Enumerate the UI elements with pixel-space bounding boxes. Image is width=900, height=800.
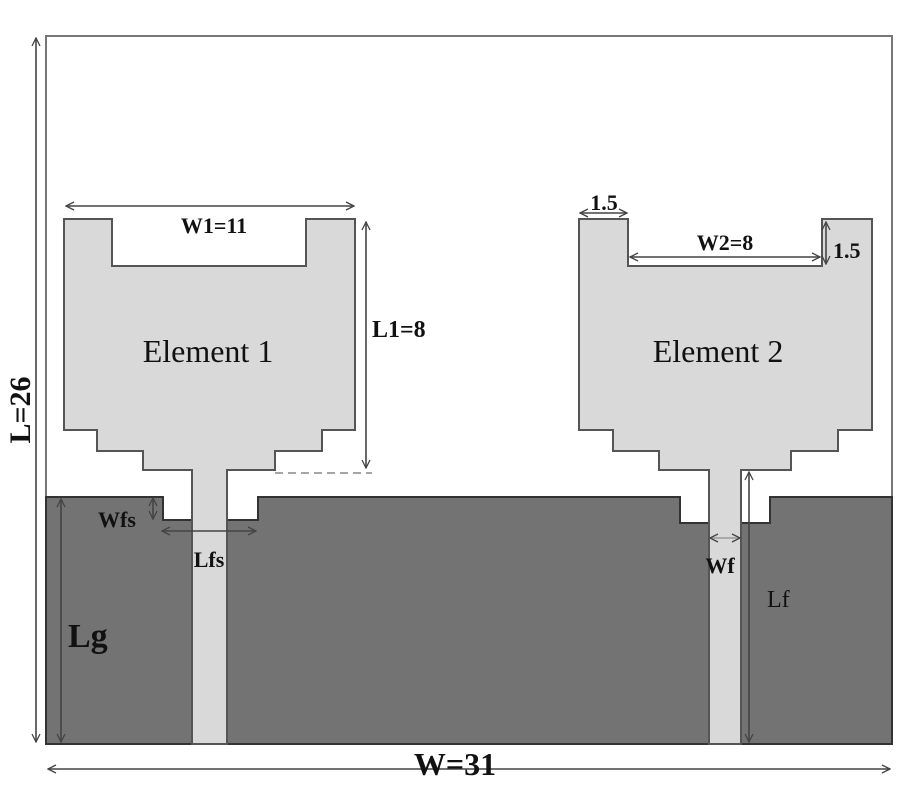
label-Lg: Lg — [68, 618, 108, 655]
label-W1: W1=11 — [181, 213, 247, 238]
label-Lfs: Lfs — [194, 547, 225, 572]
element-1-patch — [63, 218, 356, 745]
label-W2: W2=8 — [697, 230, 754, 255]
label-tab-width: 1.5 — [590, 190, 618, 215]
label-Lf: Lf — [767, 587, 790, 613]
label-L1: L1=8 — [372, 317, 426, 343]
label-tab-height: 1.5 — [833, 238, 861, 263]
element-1-label: Element 1 — [143, 333, 274, 369]
ground-plane — [45, 496, 893, 745]
label-Wf: Wf — [705, 553, 735, 578]
label-W: W=31 — [414, 746, 496, 782]
label-Wfs: Wfs — [98, 507, 136, 532]
label-L: L=26 — [4, 376, 37, 443]
element-2-label: Element 2 — [653, 333, 784, 369]
